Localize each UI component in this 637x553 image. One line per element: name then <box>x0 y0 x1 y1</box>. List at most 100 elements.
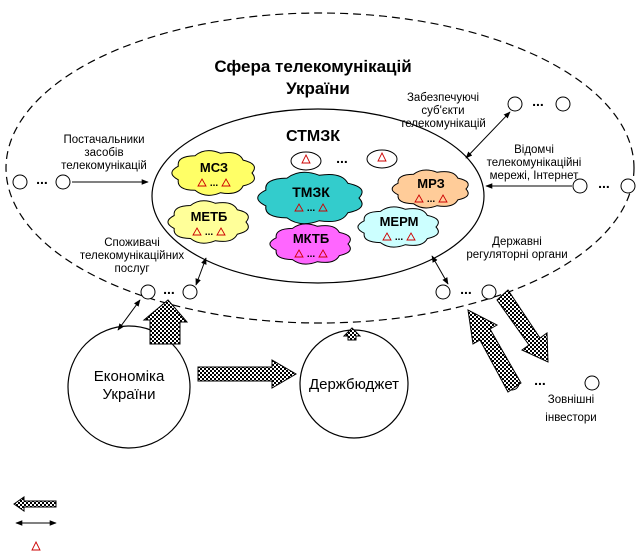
supplier-dots: ... <box>36 171 48 187</box>
investor-regulator-block-arrow-up <box>467 309 522 393</box>
cloud-shape-mktb <box>269 223 351 265</box>
cloud-dots: ... <box>210 178 219 189</box>
cloud-label-mrz: МРЗ <box>417 176 444 191</box>
cloud-shape-msz <box>171 150 255 196</box>
dots-members: ... <box>336 150 348 166</box>
svg-text:телекомунікацій: телекомунікацій <box>61 160 147 172</box>
investor-dots: ... <box>534 372 546 388</box>
cloud-member-triangle <box>406 232 416 241</box>
cloud-member-triangle <box>438 194 448 203</box>
departmental-node-2 <box>620 178 636 194</box>
cloud-member-triangle <box>197 178 207 187</box>
cloud-dots: ... <box>395 232 404 243</box>
label-departmental: Відомчі телекомунікаційні мережі, Інтерн… <box>487 144 582 182</box>
label-investors: Зовнішні інвестори <box>545 394 596 424</box>
cloud-member-triangle <box>294 249 304 258</box>
svg-text:Постачальники: Постачальники <box>63 134 144 146</box>
sphere-title-line2: України <box>286 79 350 98</box>
network-clouds: МСЗ...МЕТБ...ТМЗК...МКТБ...МРЗ...МЕРМ... <box>167 150 469 265</box>
economy-up-block-arrow <box>142 299 189 345</box>
economy-budget-block-arrow <box>197 359 297 389</box>
cloud-label-msz: МСЗ <box>200 160 228 175</box>
cloud-shape-metb <box>167 200 249 244</box>
economy-label-line1: Економіка <box>94 368 165 385</box>
member-node-left <box>290 151 322 171</box>
cloud-shape-tmzk <box>257 171 363 225</box>
regulator-arrow <box>431 255 449 285</box>
cloud-member-triangle <box>221 178 231 187</box>
provider-dots: ... <box>532 93 544 109</box>
legend-block-arrow-icon <box>13 496 57 512</box>
member-node-right <box>366 149 398 169</box>
cloud-shape-mrz <box>391 169 469 209</box>
svg-text:Забезпечуючі: Забезпечуючі <box>407 92 479 104</box>
label-suppliers: Постачальники засобів телекомунікацій <box>61 134 147 172</box>
consumer-dots: ... <box>163 281 175 297</box>
svg-text:інвестори: інвестори <box>545 412 596 424</box>
cloud-dots: ... <box>427 194 436 205</box>
budget-up-block-arrow <box>342 327 362 341</box>
svg-text:телекомунікаційних: телекомунікаційних <box>80 250 185 262</box>
provider-node-2 <box>555 96 571 112</box>
supplier-node-2 <box>55 174 71 190</box>
cloud-mrz: МРЗ... <box>391 169 469 209</box>
svg-text:регуляторні органи: регуляторні органи <box>466 249 567 261</box>
legend-triangle-icon <box>31 540 41 551</box>
svg-text:засобів: засобів <box>84 147 123 159</box>
supplier-node-1 <box>12 174 28 190</box>
cloud-msz: МСЗ... <box>171 150 255 196</box>
label-providers: Забезпечуючі суб'єкти телекомунікацій <box>400 92 486 130</box>
svg-text:послуг: послуг <box>114 263 149 275</box>
regulator-investor-block-arrow-down <box>496 289 549 363</box>
label-regulators: Державні регуляторні органи <box>466 236 567 261</box>
consumer-arrow <box>195 257 207 286</box>
cloud-merm: МЕРМ... <box>357 206 439 248</box>
cloud-label-tmzk: ТМЗК <box>292 184 330 200</box>
cloud-mktb: МКТБ... <box>269 223 351 265</box>
consumer-node-1 <box>140 284 156 300</box>
legend <box>13 496 57 551</box>
svg-text:Споживачі: Споживачі <box>104 237 160 249</box>
svg-text:телекомунікацій: телекомунікацій <box>400 118 486 130</box>
regulator-node-2 <box>481 284 497 300</box>
cloud-member-triangle <box>294 203 304 212</box>
cloud-member-triangle <box>414 194 424 203</box>
departmental-node-1 <box>572 178 588 194</box>
svg-text:телекомунікаційні: телекомунікаційні <box>487 157 582 169</box>
svg-text:Відомчі: Відомчі <box>514 144 554 156</box>
svg-text:Державні: Державні <box>492 236 542 248</box>
cloud-member-triangle <box>318 249 328 258</box>
cloud-label-mktb: МКТБ <box>293 231 329 246</box>
investor-node-2 <box>584 375 600 391</box>
economy-label-line2: України <box>103 386 156 403</box>
cloud-member-triangle <box>382 232 392 241</box>
budget-label: Держбюджет <box>309 376 399 393</box>
cloud-member-triangle <box>318 203 328 212</box>
cloud-metb: МЕТБ... <box>167 200 249 244</box>
cloud-shape-merm <box>357 206 439 248</box>
sphere-title-line1: Сфера телекомунікацій <box>214 57 411 76</box>
stmzk-label: СТМЗК <box>286 128 340 145</box>
provider-arrow <box>465 111 511 159</box>
cloud-dots: ... <box>307 203 316 214</box>
cloud-member-triangle <box>192 227 202 236</box>
svg-text:Зовнішні: Зовнішні <box>548 394 595 406</box>
regulator-node-1 <box>435 284 451 300</box>
cloud-member-triangle <box>216 227 226 236</box>
cloud-label-merm: МЕРМ <box>380 214 419 229</box>
label-consumers: Споживачі телекомунікаційних послуг <box>80 237 185 275</box>
cloud-label-metb: МЕТБ <box>191 209 228 224</box>
svg-text:мережі, Інтернет: мережі, Інтернет <box>490 170 579 182</box>
regulator-dots: ... <box>460 281 472 297</box>
economy-consumer-arrow <box>117 299 141 331</box>
cloud-dots: ... <box>307 249 316 260</box>
cloud-tmzk: ТМЗК... <box>257 171 363 225</box>
svg-text:суб'єкти: суб'єкти <box>421 105 464 117</box>
sphere-ellipse <box>5 12 635 324</box>
consumer-node-2 <box>182 284 198 300</box>
cloud-dots: ... <box>205 227 214 238</box>
provider-node-1 <box>507 96 523 112</box>
departmental-dots: ... <box>598 175 610 191</box>
